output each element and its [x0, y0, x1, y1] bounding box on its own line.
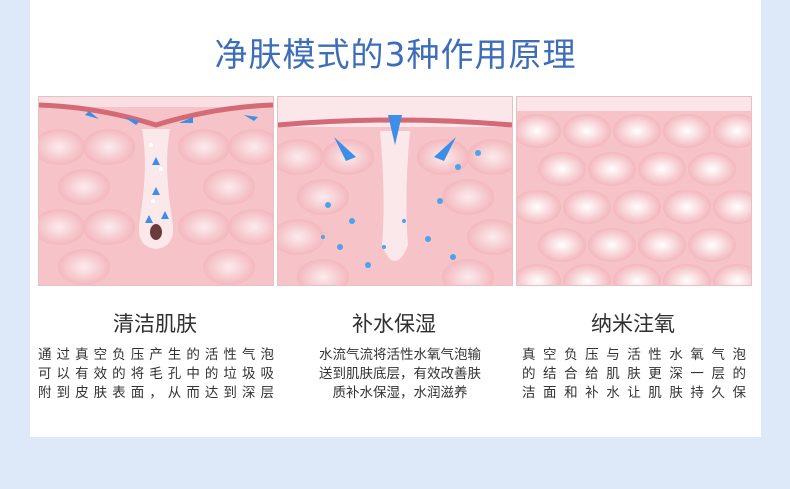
content-card: 净肤模式的3种作用原理 — [30, 0, 761, 437]
description-hydrating: 水流气流将活性水氧气泡输 送到肌肤底层，有效改善肤 质补水保湿，水润滋养 — [285, 346, 515, 403]
page-title: 净肤模式的3种作用原理 — [214, 35, 577, 74]
description-line: 质补水保湿，水润滋养 — [332, 385, 468, 401]
description-line: 通过真空负压产生的活性气泡 — [38, 347, 274, 363]
water-infusion-svg — [278, 97, 512, 285]
caption-nano-oxygen: 纳米注氧 — [591, 312, 675, 336]
pore-cleaning-svg — [39, 97, 273, 285]
nano-oxygen-svg — [517, 97, 751, 285]
description-line: 水流气流将活性水氧气泡输 — [319, 347, 481, 363]
description-line: 附到皮肤表面，从而达到深层 — [38, 385, 274, 401]
nano-oxygen-illustration — [516, 96, 752, 286]
description-line: 洁面和补水让肌肤持久保 — [522, 385, 746, 401]
description-line: 可以有效的将毛孔中的垃圾吸 — [38, 366, 274, 382]
caption-cleaning: 清洁肌肤 — [113, 312, 197, 336]
description-nano-oxygen: 真空负压与活性水氧气泡 的结合给肌肤更深一层的 洁面和补水让肌肤持久保 — [522, 346, 746, 403]
water-infusion-illustration — [277, 96, 513, 286]
description-cleaning: 通过真空负压产生的活性气泡 可以有效的将毛孔中的垃圾吸 附到皮肤表面，从而达到深… — [38, 346, 274, 403]
caption-hydrating: 补水保湿 — [352, 312, 436, 336]
description-line: 的结合给肌肤更深一层的 — [522, 366, 746, 382]
description-line: 真空负压与活性水氧气泡 — [522, 347, 746, 363]
description-line: 送到肌肤底层，有效改善肤 — [319, 366, 481, 382]
pore-cleaning-illustration — [38, 96, 274, 286]
